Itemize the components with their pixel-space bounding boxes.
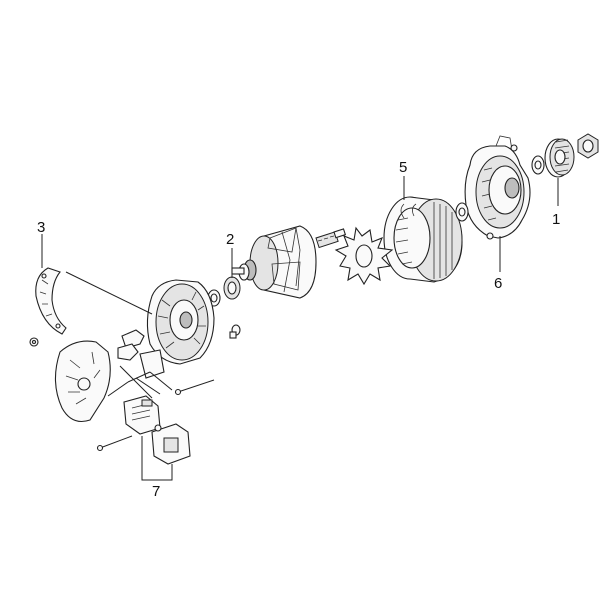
through-bolt-2 [96, 435, 133, 452]
drive-end-bracket [464, 135, 531, 240]
spacer-washer [455, 202, 469, 222]
rotor [231, 225, 347, 299]
cooling-fan [334, 226, 394, 286]
pulley-nut [577, 133, 599, 159]
rear-bearing [223, 276, 241, 300]
through-bolt-1 [174, 379, 215, 396]
pulley-washer [531, 155, 545, 175]
callout-7: 7 [152, 483, 160, 500]
callout-3: 3 [37, 219, 45, 236]
callout-5: 5 [399, 159, 407, 176]
pulley-assembly [531, 133, 599, 178]
rectifier-nut [29, 337, 39, 347]
rear-cover [54, 340, 111, 423]
terminal-pieces [117, 329, 145, 361]
callout-2: 2 [226, 231, 234, 248]
brush-holder [151, 423, 191, 465]
stator [383, 196, 463, 283]
callout-6: 6 [494, 275, 502, 292]
slip-rings [231, 259, 257, 281]
slip-ring-end-housing [139, 279, 215, 379]
pulley [544, 138, 575, 178]
callout-1: 1 [552, 211, 560, 228]
rectifier-bridge [35, 267, 67, 335]
leader-lines [41, 176, 559, 481]
housing-screw [229, 324, 241, 339]
